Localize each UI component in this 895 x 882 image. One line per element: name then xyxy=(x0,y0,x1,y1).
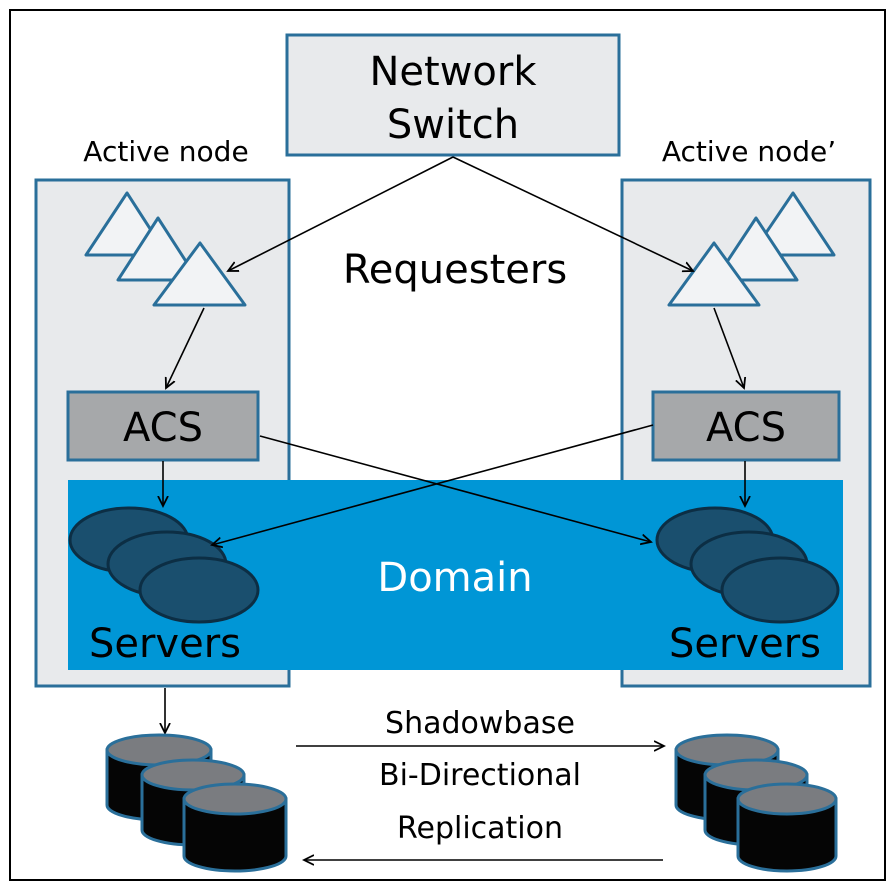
network-switch-label-1: Network xyxy=(369,49,537,95)
arrow-right-requesters-to-acs xyxy=(713,307,744,388)
left-acs-label: ACS xyxy=(123,405,203,451)
server-icon xyxy=(138,556,260,624)
requester-icon xyxy=(116,216,200,282)
network-switch-label-2: Switch xyxy=(387,102,519,148)
right-databases xyxy=(674,733,838,873)
left-databases xyxy=(105,733,288,873)
left-servers xyxy=(68,506,260,624)
left-node-title: Active node xyxy=(83,135,248,168)
replication-label-2: Bi-Directional xyxy=(379,758,581,793)
left-servers-label: Servers xyxy=(89,621,241,667)
right-servers-label: Servers xyxy=(669,621,821,667)
right-requesters xyxy=(667,191,836,307)
right-servers xyxy=(655,506,840,624)
arrow-switch-to-right-requesters xyxy=(452,156,693,271)
server-icon xyxy=(720,556,840,624)
requester-icon xyxy=(667,241,761,307)
requester-icon xyxy=(152,241,247,307)
left-requesters xyxy=(84,191,247,307)
replication-label-1: Shadowbase xyxy=(385,706,575,741)
requesters-label: Requesters xyxy=(343,247,567,293)
right-acs-box xyxy=(651,390,841,462)
left-acs-box xyxy=(66,390,260,462)
right-node-title: Active node’ xyxy=(662,135,836,168)
arrow-left-acs-to-right-servers xyxy=(259,435,651,542)
right-acs-label: ACS xyxy=(706,405,786,451)
database-icon xyxy=(736,782,838,873)
database-icon xyxy=(182,782,288,873)
replication-label-3: Replication xyxy=(397,811,563,846)
network-switch-box xyxy=(285,33,621,157)
arrow-right-acs-to-left-servers xyxy=(212,424,654,545)
domain-label: Domain xyxy=(377,555,532,601)
arrow-switch-to-left-requesters xyxy=(228,156,454,271)
connection-arrows xyxy=(163,156,745,860)
arrow-left-requesters-to-acs xyxy=(166,307,205,388)
requester-icon xyxy=(713,216,799,282)
